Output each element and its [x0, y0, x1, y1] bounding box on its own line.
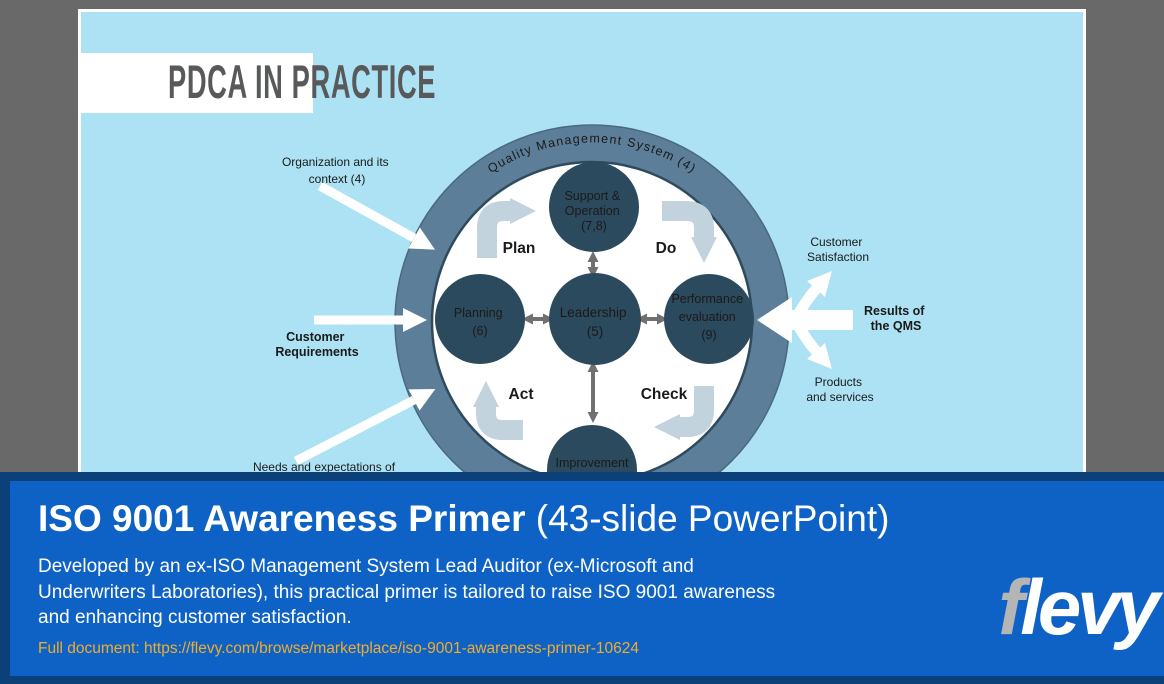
circle-support-operation: Support & Operation (7,8)	[549, 162, 639, 252]
banner-panel	[10, 481, 1164, 676]
customer-satisfaction-label: Customer Satisfaction	[807, 235, 869, 264]
description-line: Developed by an ex-ISO Management System…	[38, 556, 694, 577]
check-label: Check	[641, 386, 688, 403]
act-quadrant-arrow-icon	[473, 381, 523, 440]
needs-expectations-label: Needs and expectations of	[253, 460, 396, 474]
flevy-logo-levy: levy	[1020, 563, 1160, 651]
document-title-name: ISO 9001 Awareness Primer	[38, 498, 526, 539]
needs-expectations-arrow-icon	[293, 388, 436, 465]
circle-leadership: Leadership (5)	[549, 273, 641, 365]
customer-requirements-label: Customer Requirements	[275, 330, 358, 359]
full-document-link[interactable]: Full document: https://flevy.com/browse/…	[38, 640, 640, 657]
do-quadrant-arrow-icon	[662, 201, 717, 263]
document-description: Developed by an ex-ISO Management System…	[38, 554, 775, 631]
results-of-qms-label: Results of the QMS	[864, 304, 928, 333]
results-branching-arrow-icon	[757, 271, 853, 369]
document-title-format: (43-slide PowerPoint)	[525, 498, 890, 539]
svg-text:Planning (6): Planning (6)	[454, 306, 506, 338]
slide-title-box	[81, 53, 313, 113]
svg-text:Leadership (5): Leadership (5)	[560, 305, 631, 339]
act-label: Act	[509, 386, 534, 403]
products-services-label: Products and services	[806, 375, 873, 404]
plan-quadrant-arrow-icon	[477, 198, 536, 258]
description-line: and enhancing customer satisfaction.	[38, 607, 352, 628]
plan-label: Plan	[503, 240, 536, 257]
svg-text:Performance evaluation: Performance evaluation (9)	[671, 292, 746, 342]
circle-planning: Planning (6)	[435, 274, 525, 364]
do-label: Do	[656, 240, 677, 257]
svg-text:Support & Operation: Support & Operation (7,8)	[564, 189, 623, 233]
organization-context-arrow-icon	[317, 182, 436, 250]
slide-title: PDCA IN PRACTICE	[168, 55, 437, 109]
organization-context-label: Organization and its context (4)	[282, 155, 392, 186]
flevy-logo-f: f	[998, 563, 1024, 651]
flevy-logo: flevy	[998, 568, 1160, 646]
description-line: Underwriters Laboratories), this practic…	[38, 581, 776, 603]
document-title: ISO 9001 Awareness Primer (43-slide Powe…	[38, 499, 889, 539]
svg-text:Improvement: Improvement	[556, 456, 629, 470]
marketing-banner: ISO 9001 Awareness Primer (43-slide Powe…	[0, 472, 1164, 684]
circle-performance-evaluation: Performance evaluation (9)	[664, 274, 754, 364]
check-quadrant-arrow-icon	[654, 386, 714, 440]
